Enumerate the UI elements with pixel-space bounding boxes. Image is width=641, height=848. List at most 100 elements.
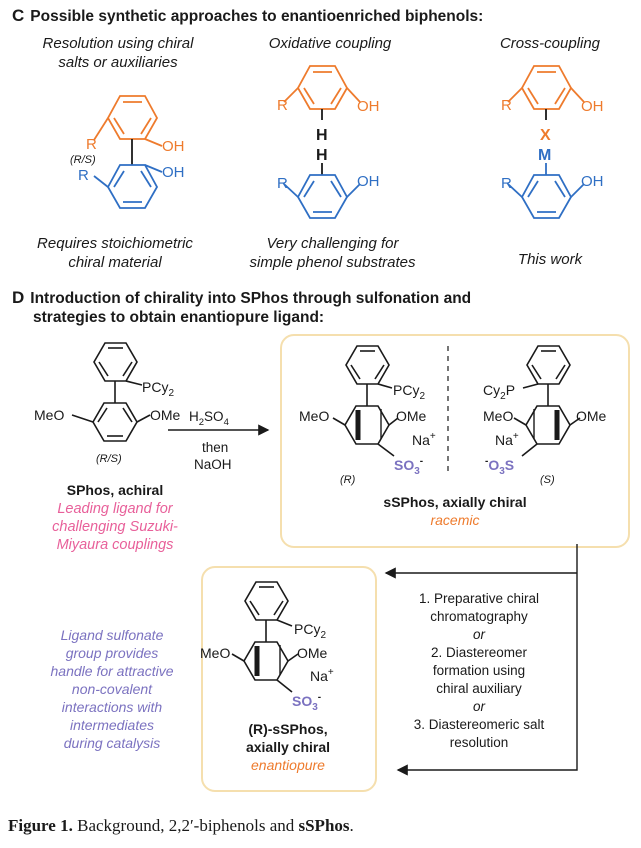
enantio-pure: enantiopure [251,757,325,773]
caption-text: Background, 2,2′-biphenols and [72,816,299,835]
r-so3: SO3- [394,456,423,477]
atom-r-orange-2: R [277,97,288,114]
section-c-title: C Possible synthetic approaches to enanti… [12,6,483,26]
atom-r-orange-3: R [501,97,512,114]
enantiopure-structure [231,581,299,693]
col2-top-caption: Oxidative coupling [268,35,392,52]
col1-bottom-line1: Requires stoichiometric [37,235,193,252]
atom-r-blue: R [78,167,89,184]
sphos-name: SPhos, achiral [66,482,164,498]
sphos-ome: OMe [150,407,181,423]
e-na: Na+ [310,667,334,684]
sphos-desc-line1: Leading ligand for [57,501,173,517]
oxidative-coupling-structure: R OH H H R OH [277,65,380,219]
section-d-heading-line1: Introduction of chirality into SPhos thr… [30,290,472,307]
r-label: (R) [340,474,356,486]
atom-oh-blue-3: OH [581,173,604,190]
s-label: (S) [540,474,555,486]
e-meo: MeO [200,645,230,661]
handle-line: handle for attractive [50,663,174,679]
cross-coupling-structure: R OH X M R OH [501,65,604,219]
e-pcy2: PCy2 [294,621,326,641]
col1-top-line2: salts or auxiliaries [58,54,178,71]
enantio-name: (R)-sSPhos, axially chiral [203,720,373,756]
sphos-pcy2: PCy2 [142,379,174,399]
col2-bottom-line1: Very challenging for [266,235,399,252]
r-pcy2: PCy2 [393,382,425,402]
col2-bottom-caption: Very challenging for simple phenol subst… [225,234,440,272]
resolution-arrow [396,544,578,776]
r-meo: MeO [299,408,329,424]
step1-line2: chromatography [430,609,528,624]
ssphos-racemic: racemic [430,512,480,528]
col3-top-caption: Cross-coupling [499,35,601,52]
step2-line1: 2. Diastereomer [430,645,528,660]
s-ssphos-structure [513,345,581,457]
section-d-structures: PCy2 MeO OMe (R/S) H2SO4 then NaOH PCy2 … [34,342,607,776]
caption-label: Figure 1. [8,816,73,835]
section-c-letter: C [12,6,25,25]
caption-bold: sSPhos [298,816,350,835]
r-ssphos-structure [332,345,399,457]
sphos-desc-line3: Miyaura couplings [56,537,174,553]
atom-r-orange: R [86,136,97,153]
col2-bottom-line2: simple phenol substrates [249,254,416,271]
step3-line1: 3. Diastereomeric salt [413,717,545,732]
atom-h-bottom: H [316,147,328,164]
handle-line: non-covalent [71,681,153,697]
s-na: Na+ [495,431,519,448]
sphos-rs: (R/S) [96,453,122,465]
reagent-naoh: NaOH [194,457,232,472]
blue-ring [93,164,163,209]
reagent-then: then [202,440,228,455]
s-cy2p: Cy2P [483,382,515,402]
sphos-description: Leading ligand for challenging Suzuki- M… [20,500,210,554]
e-ome: OMe [297,645,328,661]
s-ome: OMe [576,408,607,424]
step2-line3: chiral auxiliary [436,681,522,696]
step2-line2: formation using [432,663,526,678]
col1-top-caption: Resolution using chiral salts or auxilia… [18,34,218,72]
section-d-title: D Introduction of chirality into SPhos th… [12,288,471,327]
enantio-name-line2: axially chiral [245,739,331,755]
step1-line1: 1. Preparative chiral [418,591,540,606]
or-2: or [472,699,485,714]
racemic-box [280,334,630,548]
atom-m: M [538,147,551,164]
s-meo: MeO [483,408,513,424]
or-1: or [472,627,485,642]
atom-oh-blue-2: OH [357,173,380,190]
rs-label: (R/S) [70,154,96,166]
col1-top-line1: Resolution using chiral [42,35,194,52]
enantiopure-box [201,566,377,792]
step3-line2: resolution [449,735,509,750]
atom-r-blue-3: R [501,175,512,192]
col1-bottom-caption: Requires stoichiometric chiral material [10,234,220,272]
reagent-h2so4: H2SO4 [189,409,229,428]
sphos-desc-line2: challenging Suzuki- [52,519,178,535]
ssphos-name: sSPhos, axially chiral [383,494,527,510]
col1-bottom-line2: chiral material [68,254,162,271]
enantio-name-line1: (R)-sSPhos, [248,721,328,737]
handle-line: interactions with [61,699,163,715]
handle-line: during catalysis [63,735,161,751]
r-ome: OMe [396,408,427,424]
handle-line: group provides [65,645,159,661]
section-d-letter: D [12,288,25,307]
biphenol-structure: R OH (R/S) R OH [70,95,185,209]
e-so3: SO3- [292,692,321,713]
sphos-meo: MeO [34,407,64,423]
caption-end: . [349,816,354,835]
col3-bottom-caption: This work [517,251,583,268]
handle-line: Ligand sulfonate [60,627,164,643]
handle-description: Ligand sulfonate group provides handle f… [22,626,202,752]
resolution-steps: 1. Preparative chiral chromatography or … [386,590,572,752]
section-c-heading: Possible synthetic approaches to enantio… [30,8,484,25]
atom-r-blue-2: R [277,175,288,192]
atom-x: X [540,127,551,144]
atom-oh-orange: OH [162,138,185,155]
figure-caption: Figure 1. Background, 2,2′-biphenols and… [8,816,354,836]
section-d-heading-line2: strategies to obtain enantiopure ligand: [33,309,325,326]
atom-h-top: H [316,127,328,144]
s-o3s: -O3S [485,456,514,477]
